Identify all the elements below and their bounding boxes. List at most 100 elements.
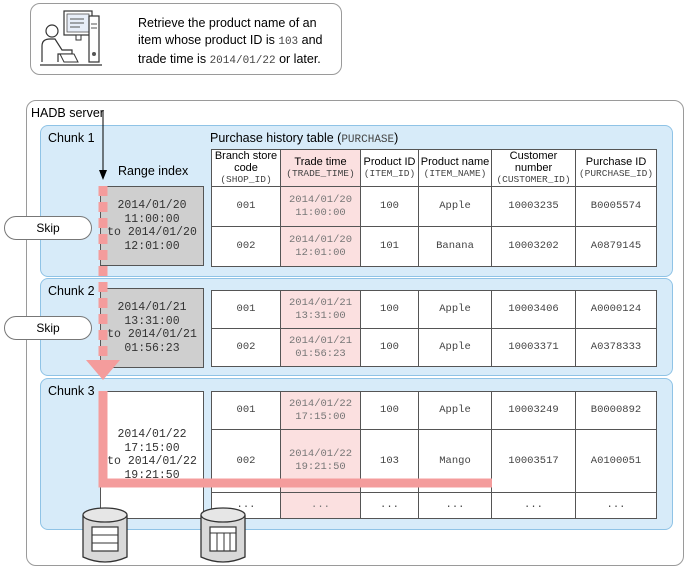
item-name-cell: Apple xyxy=(418,290,492,329)
trade-clock: 13:31:00 xyxy=(295,309,346,322)
shop-id-cell: 001 xyxy=(211,186,281,227)
column-code: (PURCHASE_ID) xyxy=(578,168,654,179)
table-title-end: ) xyxy=(394,131,399,145)
chunk-2-label: Chunk 2 xyxy=(48,284,95,298)
row-store-database-icon xyxy=(82,507,128,563)
ellipsis-cell: ... xyxy=(491,492,576,519)
customer-id-cell: 10003202 xyxy=(491,226,576,267)
column-code: (ITEM_ID) xyxy=(363,168,416,179)
item-id-cell: 100 xyxy=(360,186,419,227)
trade-date: 2014/01/21 xyxy=(288,296,352,309)
shop-id-cell: 001 xyxy=(211,290,281,329)
range-from-time: 17:15:00 xyxy=(124,441,180,455)
query-text: Retrieve the product name of an item who… xyxy=(138,15,338,70)
customer-id-cell: 10003517 xyxy=(491,429,576,493)
trade-date: 2014/01/20 xyxy=(288,193,352,206)
range-from-time: 13:31:00 xyxy=(124,314,180,328)
range-to-time: 19:21:50 xyxy=(124,468,180,482)
trade-date: 2014/01/20 xyxy=(288,233,352,246)
range-to-prefix: to xyxy=(107,328,121,341)
column-name: Customer number xyxy=(509,150,558,174)
item-name-cell: Banana xyxy=(418,226,492,267)
query-line-1: Retrieve the product name of an xyxy=(138,16,317,30)
range-index-chunk-3: 2014/01/22 17:15:00 to 2014/01/22 19:21:… xyxy=(100,391,204,519)
item-id-cell: 100 xyxy=(360,290,419,329)
item-name-cell: Apple xyxy=(418,186,492,227)
range-from-date: 2014/01/22 xyxy=(117,428,187,441)
range-index-label: Range index xyxy=(118,164,189,178)
shop-id-cell: 001 xyxy=(211,391,281,430)
query-line-2-end: and xyxy=(301,33,323,47)
table-title-text: Purchase history table ( xyxy=(210,131,342,145)
item-name-cell: Apple xyxy=(418,328,492,367)
customer-id-cell: 10003249 xyxy=(491,391,576,430)
column-header-purchase-id: Purchase ID(PURCHASE_ID) xyxy=(575,149,657,187)
shop-id-cell: 002 xyxy=(211,226,281,267)
column-name: Trade time xyxy=(294,156,347,168)
range-to-date: 2014/01/20 xyxy=(127,226,197,239)
range-to-date: 2014/01/21 xyxy=(127,328,197,341)
column-code: (CUSTOMER_ID) xyxy=(496,174,571,185)
trade-date: 2014/01/22 xyxy=(288,448,352,460)
ellipsis-cell: ... xyxy=(360,492,419,519)
purchase-id-cell: B0000892 xyxy=(575,391,657,430)
trade-date: 2014/01/21 xyxy=(288,334,352,347)
table-title: Purchase history table (PURCHASE) xyxy=(210,131,398,146)
column-header-trade-time: Trade time(TRADE_TIME) xyxy=(280,149,361,187)
trade-clock: 01:56:23 xyxy=(295,347,346,360)
range-to-time: 01:56:23 xyxy=(124,341,180,355)
purchase-id-cell: A0000124 xyxy=(575,290,657,329)
column-header-item-id: Product ID(ITEM_ID) xyxy=(360,149,419,187)
purchase-id-cell: B0005574 xyxy=(575,186,657,227)
column-code: (TRADE_TIME) xyxy=(286,168,355,179)
trade-clock: 12:01:00 xyxy=(295,246,346,259)
column-name: Product ID xyxy=(363,156,416,168)
item-id-cell: 103 xyxy=(360,429,419,493)
user-at-computer-icon xyxy=(40,10,102,66)
column-header-shop-id: Branch store code(SHOP_ID) xyxy=(211,149,281,187)
customer-id-cell: 10003406 xyxy=(491,290,576,329)
range-index-chunk-2: 2014/01/21 13:31:00 to 2014/01/21 01:56:… xyxy=(100,288,204,368)
trade-clock: 19:21:50 xyxy=(295,461,346,473)
shop-id-cell: 002 xyxy=(211,328,281,367)
purchase-id-cell: A0100051 xyxy=(575,429,657,493)
column-store-database-icon xyxy=(200,507,246,563)
range-from-date: 2014/01/20 xyxy=(117,199,187,212)
range-to-prefix: to xyxy=(107,226,121,239)
query-id-value: 103 xyxy=(278,36,299,48)
range-index-chunk-1: 2014/01/20 11:00:00 to 2014/01/20 12:01:… xyxy=(100,186,204,266)
column-name: Product name xyxy=(420,156,490,168)
trade-clock: 17:15:00 xyxy=(295,410,346,423)
ellipsis-cell: ... xyxy=(211,492,281,519)
server-label: HADB server xyxy=(31,106,104,120)
trade-date: 2014/01/22 xyxy=(288,397,352,410)
item-name-cell: Apple xyxy=(418,391,492,430)
range-to-time: 12:01:00 xyxy=(124,239,180,253)
customer-id-cell: 10003371 xyxy=(491,328,576,367)
customer-id-cell: 10003235 xyxy=(491,186,576,227)
query-date-value: 2014/01/22 xyxy=(209,55,276,67)
ellipsis-cell: ... xyxy=(418,492,492,519)
query-line-2: item whose product ID is xyxy=(138,33,275,47)
ellipsis-cell: ... xyxy=(575,492,657,519)
ellipsis-cell: ... xyxy=(280,492,361,519)
chunk-1-label: Chunk 1 xyxy=(48,131,95,145)
range-from-time: 11:00:00 xyxy=(124,212,180,226)
shop-id-cell: 002 xyxy=(211,429,281,493)
skip-label-chunk-2: Skip xyxy=(4,316,92,340)
column-name: Purchase ID xyxy=(585,156,647,168)
range-to-prefix: to xyxy=(107,455,121,468)
trade-clock: 11:00:00 xyxy=(295,206,346,219)
query-line-3: trade time is xyxy=(138,52,207,66)
item-id-cell: 100 xyxy=(360,328,419,367)
column-header-item-name: Product name(ITEM_NAME) xyxy=(418,149,492,187)
column-code: (SHOP_ID) xyxy=(220,174,272,185)
table-name: PURCHASE xyxy=(341,134,395,146)
item-id-cell: 100 xyxy=(360,391,419,430)
